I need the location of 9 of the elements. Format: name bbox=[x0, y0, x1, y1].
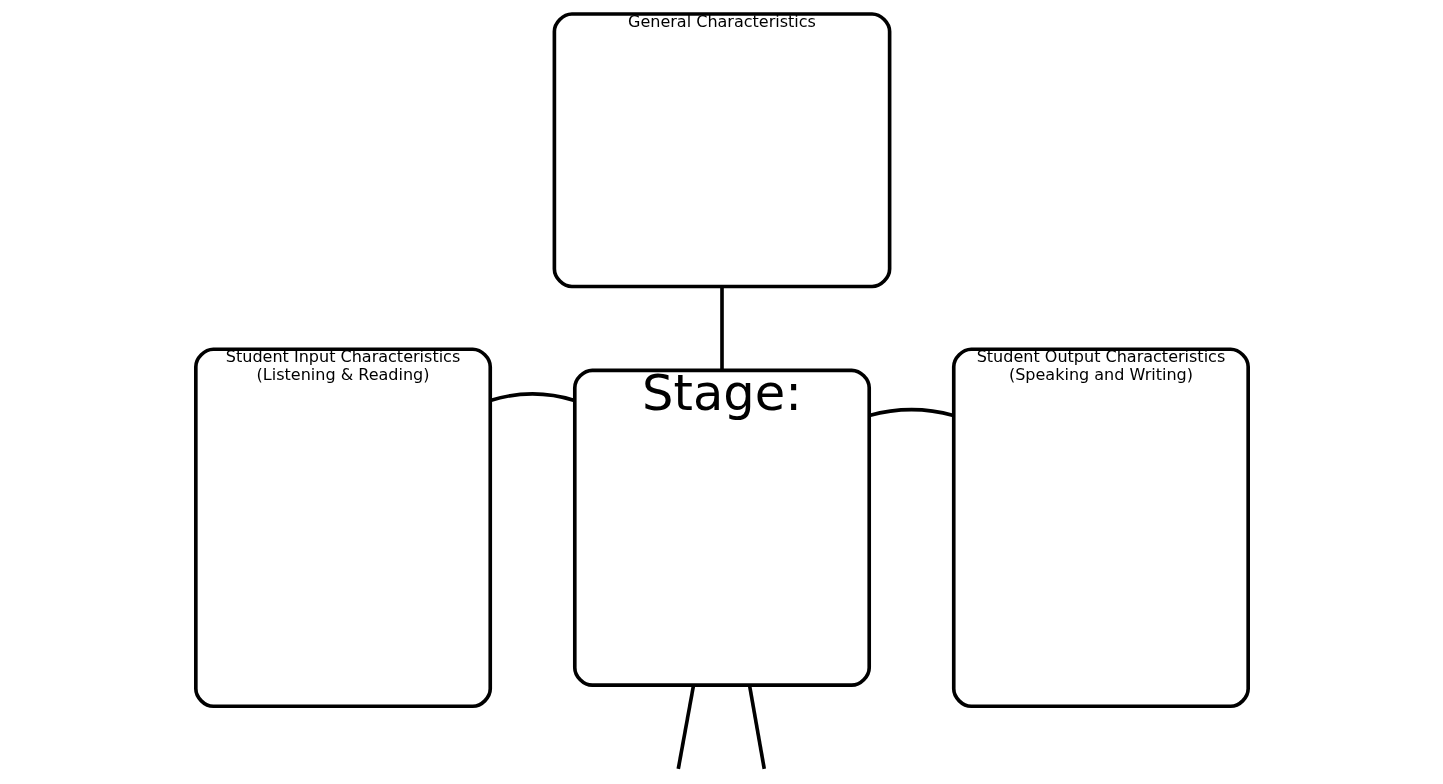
node-box: Student Input Characteristics (Listening & Reading) bbox=[193, 347, 492, 709]
node-box: Stage: bbox=[572, 368, 871, 687]
connector bbox=[747, 685, 766, 770]
connector bbox=[868, 407, 954, 418]
connector bbox=[489, 392, 575, 403]
connector bbox=[676, 685, 695, 770]
node-box: General Characteristics bbox=[552, 12, 891, 289]
node-box: Student Output Characteristics (Speaking and Writing) bbox=[951, 347, 1250, 709]
connector bbox=[719, 286, 724, 371]
